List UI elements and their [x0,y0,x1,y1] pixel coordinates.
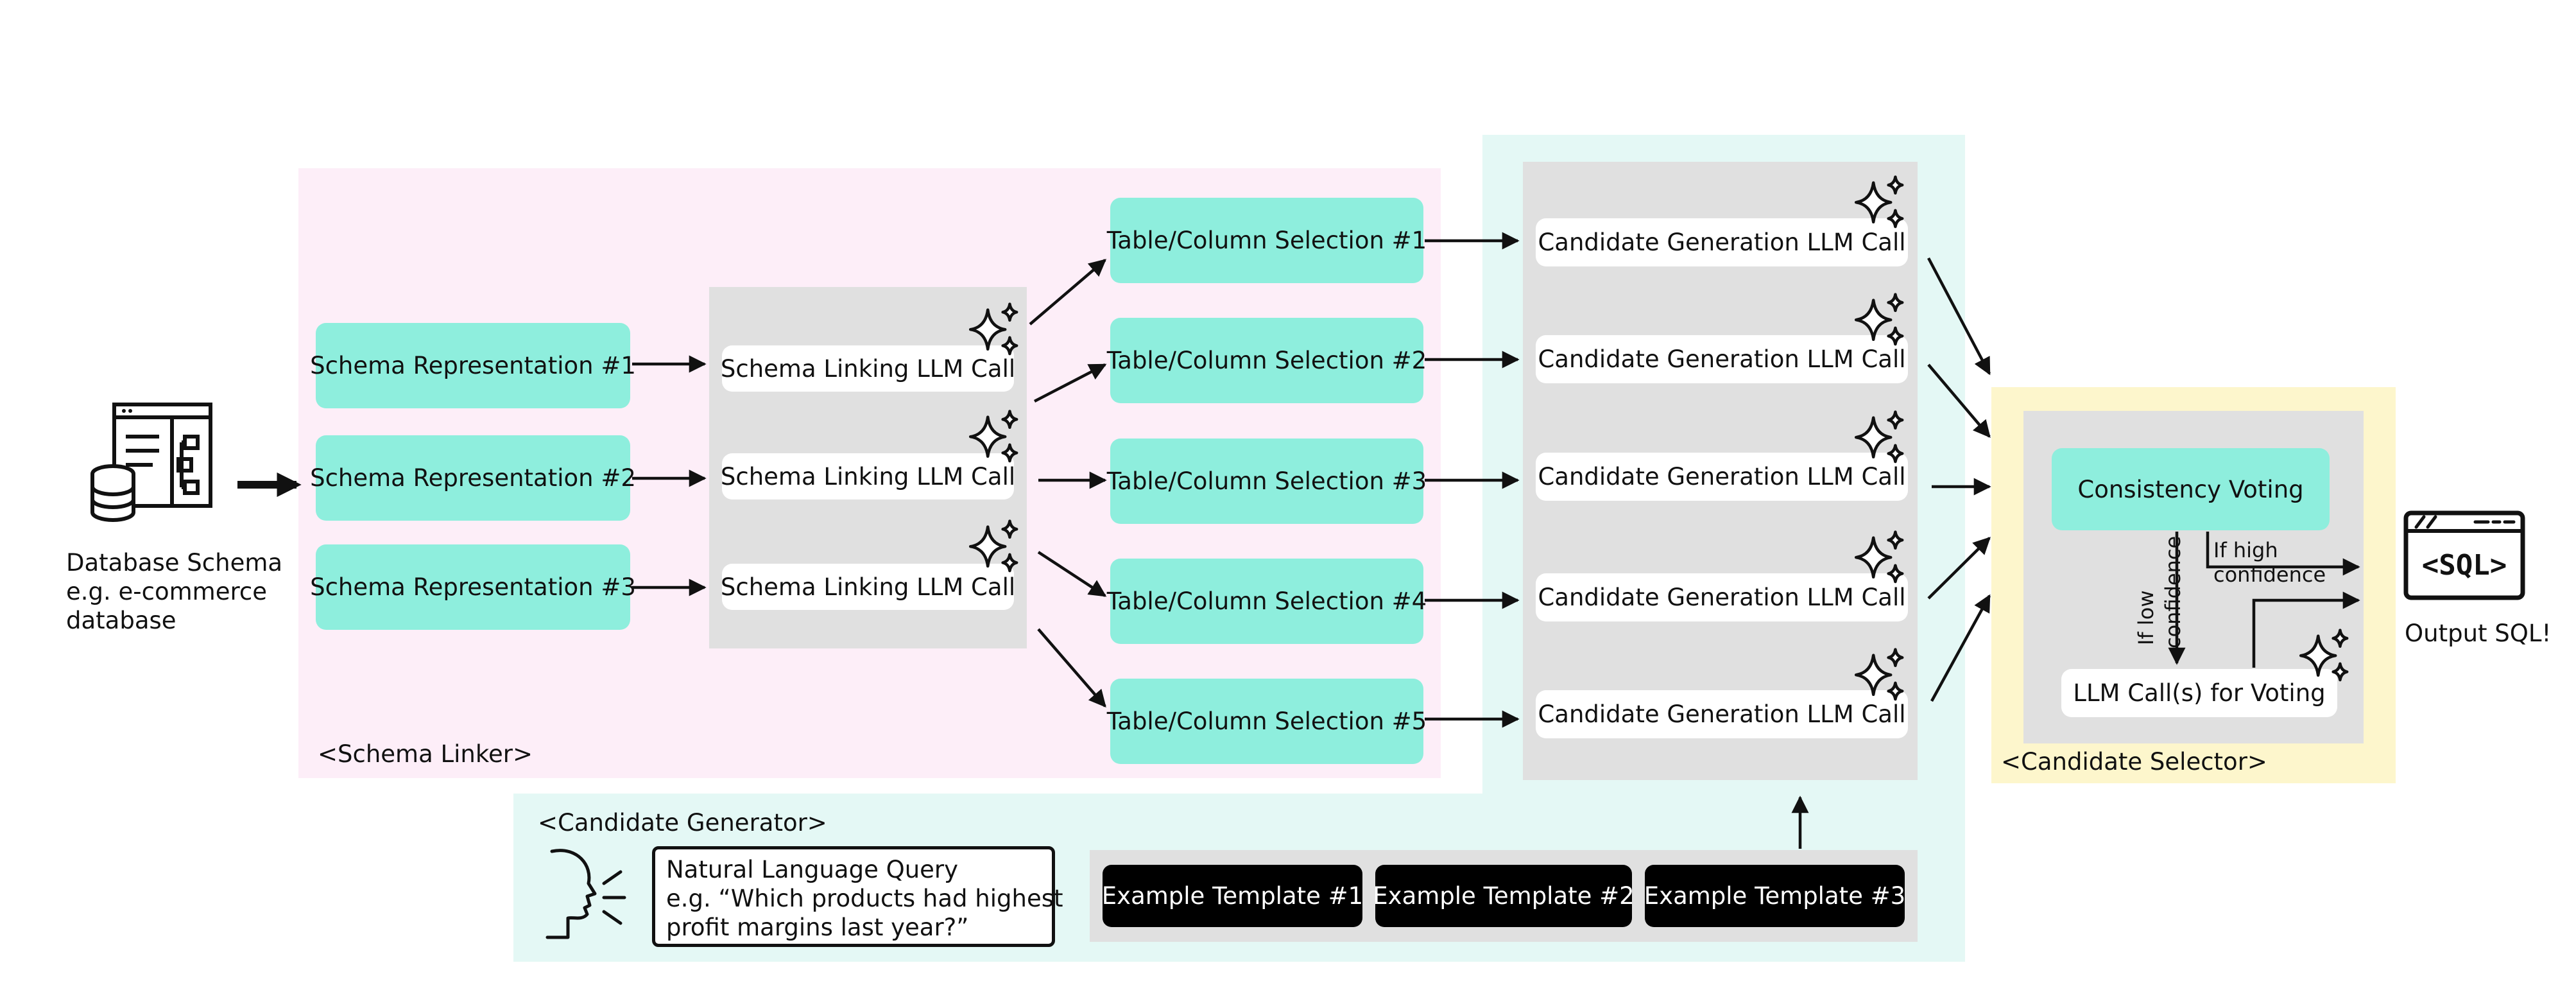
sparkle-icon [1854,293,1904,346]
natural-language-query-line-3: profit margins last year?” [666,914,969,941]
database-schema-label-3: database [66,607,176,634]
database-schema-label-1: Database Schema [66,549,283,577]
candidate-generation-llm-call-1: Candidate Generation LLM Call [1536,218,1908,266]
llm-voting-call-box: LLM Call(s) for Voting [2061,669,2337,717]
schema-linker-title: <Schema Linker> [318,740,533,768]
example-template-1: Example Template #1 [1102,865,1363,927]
schema-representation-1: Schema Representation #1 [310,323,636,408]
table-column-selection-5: Table/Column Selection #5 [1107,679,1427,764]
speaking-head-icon [545,849,626,939]
table-column-selection-1: Table/Column Selection #1 [1107,198,1427,283]
schema-linking-llm-call-3: Schema Linking LLM Call [721,564,1015,610]
table-column-selection-2: Table/Column Selection #2 [1107,318,1427,403]
sparkle-icon [968,519,1018,573]
table-column-selection-3: Table/Column Selection #3 [1107,439,1427,524]
sparkle-icon [1854,175,1904,229]
natural-language-query-line-1: Natural Language Query [666,856,959,883]
sparkle-icon [1854,410,1904,464]
example-template-2: Example Template #2 [1373,865,1635,927]
table-column-selection-4: Table/Column Selection #4 [1107,559,1427,644]
candidate-selector-title: <Candidate Selector> [2001,748,2267,776]
natural-language-query-box [652,846,1055,947]
database-schema-icon [90,403,212,522]
sql-window-icon: <SQL> [2403,510,2525,600]
candidate-generator-title: <Candidate Generator> [538,809,827,837]
natural-language-query-line-2: e.g. “Which products had highest [666,885,1063,912]
example-template-3: Example Template #3 [1644,865,1905,927]
sparkle-icon [2299,629,2349,682]
candidate-generation-llm-call-4: Candidate Generation LLM Call [1536,573,1908,621]
candidate-generation-llm-call-2: Candidate Generation LLM Call [1536,335,1908,383]
sparkle-icon [1854,530,1904,584]
schema-representation-3: Schema Representation #3 [310,544,636,630]
high-confidence-label-1: If high [2213,538,2278,562]
candidate-generation-llm-call-5: Candidate Generation LLM Call [1536,690,1908,738]
database-schema-label-2: e.g. e-commerce [66,578,267,605]
sparkle-icon [968,410,1018,463]
candidate-generation-llm-call-3: Candidate Generation LLM Call [1536,453,1908,501]
schema-linking-llm-call-2: Schema Linking LLM Call [721,453,1015,499]
sparkle-icon [968,302,1018,356]
sparkle-icon [1854,648,1904,701]
sql-icon-text: <SQL> [2422,549,2507,582]
schema-representation-2: Schema Representation #2 [310,435,636,521]
consistency-voting-box: Consistency Voting [2052,448,2330,530]
output-sql-label: Output SQL! [2405,620,2552,647]
schema-linking-llm-call-1: Schema Linking LLM Call [721,345,1015,392]
